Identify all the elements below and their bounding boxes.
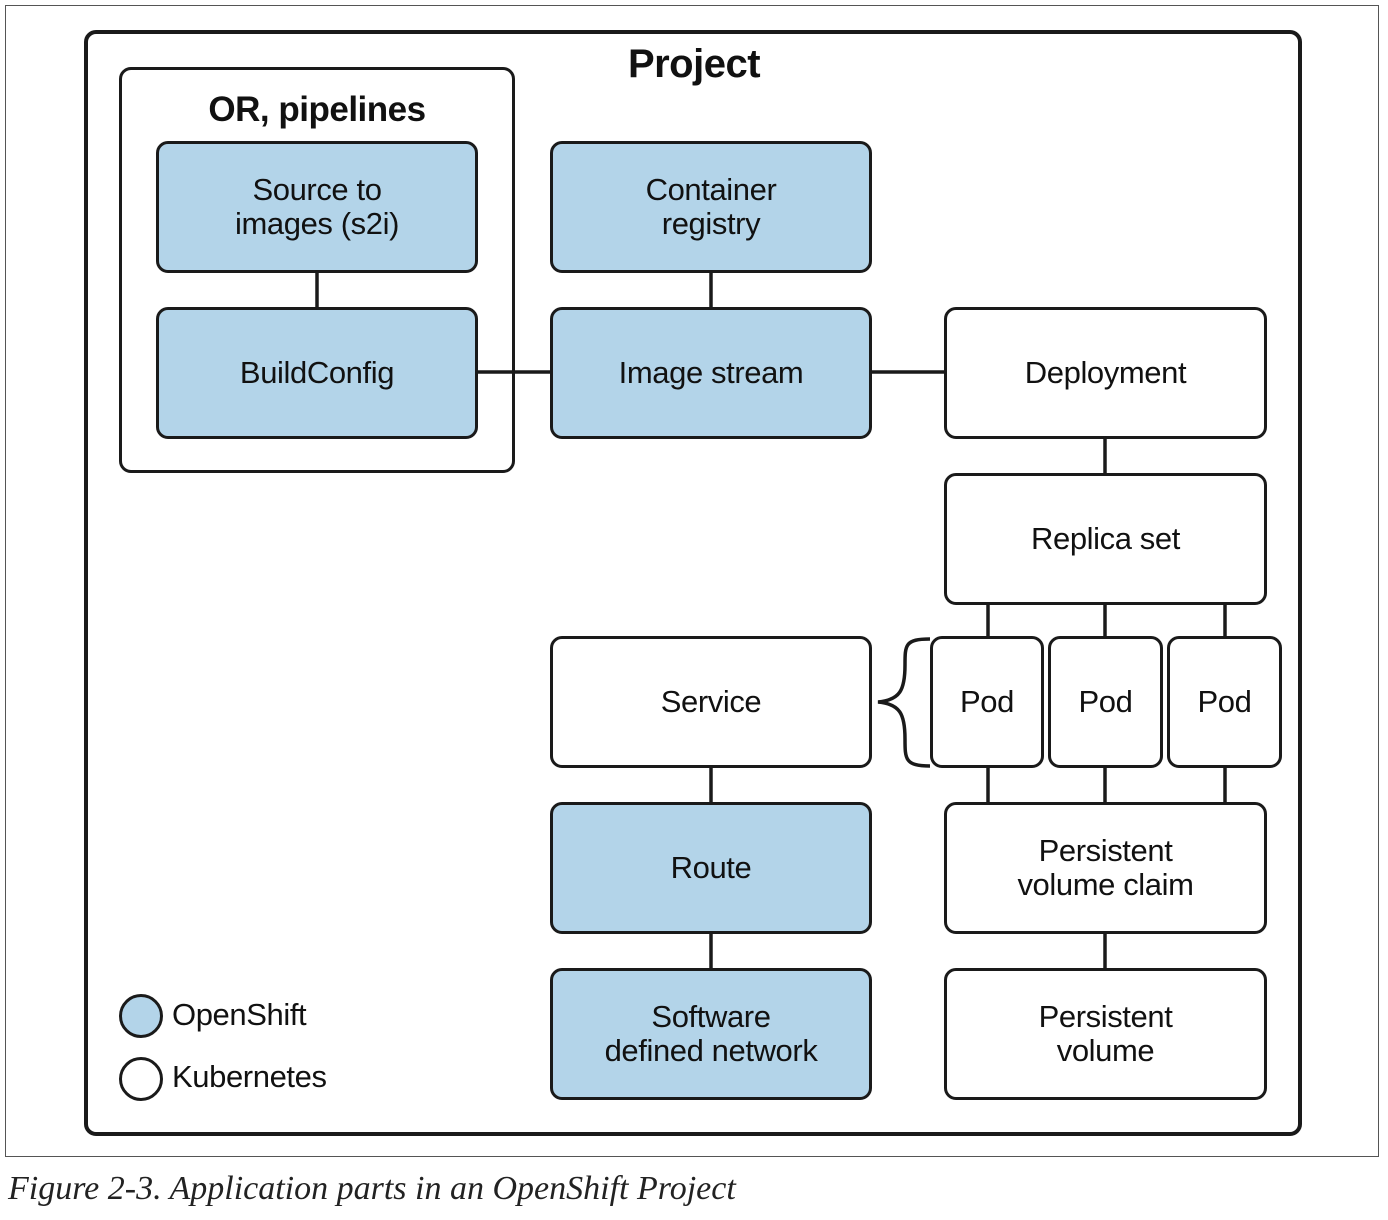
node-pod-3: Pod <box>1167 636 1282 768</box>
node-persistent-volume: Persistent volume <box>944 968 1267 1100</box>
figure-caption: Figure 2-3. Application parts in an Open… <box>8 1170 736 1207</box>
node-source-to-images: Source to images (s2i) <box>156 141 478 273</box>
node-pod-1: Pod <box>930 636 1044 768</box>
legend-openshift-swatch <box>119 994 163 1038</box>
legend-kubernetes-swatch <box>119 1057 163 1101</box>
group-title: OR, pipelines <box>208 90 426 129</box>
node-pod-2: Pod <box>1048 636 1163 768</box>
legend-kubernetes-label: Kubernetes <box>172 1059 327 1094</box>
node-software-defined-network: Software defined network <box>550 968 872 1100</box>
pipelines-group <box>119 67 515 473</box>
project-title: Project <box>627 42 761 86</box>
node-service: Service <box>550 636 872 768</box>
node-deployment: Deployment <box>944 307 1267 439</box>
node-image-stream: Image stream <box>550 307 872 439</box>
node-replica-set: Replica set <box>944 473 1267 605</box>
legend-openshift-label: OpenShift <box>172 997 307 1032</box>
node-route: Route <box>550 802 872 934</box>
project-container <box>84 30 1302 1136</box>
node-container-registry: Container registry <box>550 141 872 273</box>
node-persistent-volume-claim: Persistent volume claim <box>944 802 1267 934</box>
node-buildconfig: BuildConfig <box>156 307 478 439</box>
service-pods-brace <box>877 637 931 768</box>
figure-frame <box>5 5 1379 1157</box>
